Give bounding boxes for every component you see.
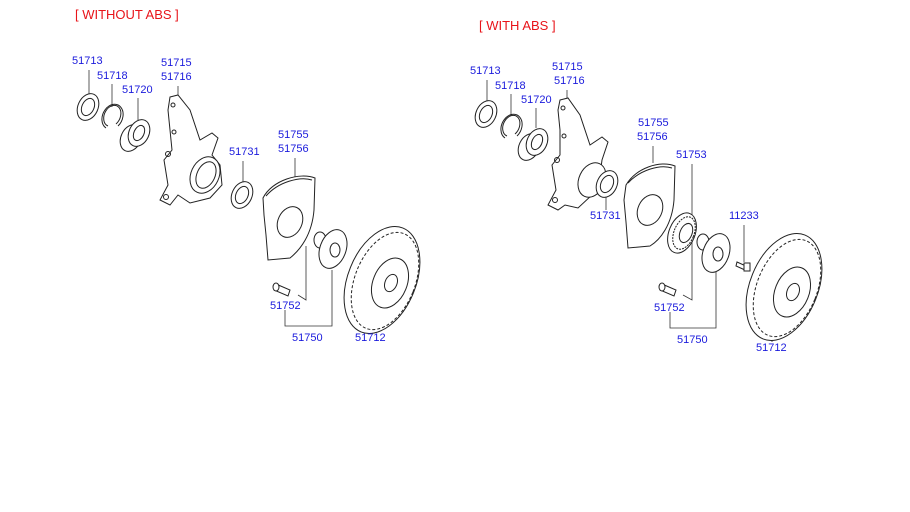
dust-cover-51755 (262, 175, 316, 261)
part-number-label[interactable]: 51718 (495, 80, 526, 92)
panel-title-with-abs: [ WITH ABS ] (479, 18, 556, 33)
part-number-label[interactable]: 51713 (470, 65, 501, 77)
part-number-label[interactable]: 51712 (355, 332, 386, 344)
part-number-label[interactable]: 51750 (677, 334, 708, 346)
brake-disc-51712 (745, 233, 823, 341)
oil-seal-51713 (474, 100, 498, 128)
knuckle-51715 (159, 94, 223, 206)
bolt-11233 (735, 261, 751, 272)
bearing-51720 (119, 119, 151, 152)
bearing-51720 (517, 128, 549, 161)
hub-bolt-51752 (272, 282, 291, 297)
snap-ring-51718 (500, 113, 523, 139)
part-number-label[interactable]: 51756 (637, 131, 668, 143)
part-number-label[interactable]: 51755 (278, 129, 309, 141)
panel-title-without-abs: [ WITHOUT ABS ] (75, 7, 179, 22)
part-number-label[interactable]: 51716 (161, 71, 192, 83)
part-number-label[interactable]: 11233 (729, 210, 759, 222)
oil-seal-51713 (76, 93, 100, 121)
brake-disc-51712 (343, 226, 421, 334)
part-number-label[interactable]: 51712 (756, 342, 787, 354)
part-number-label[interactable]: 51715 (161, 57, 192, 69)
right-diagram (474, 80, 823, 342)
leader-lines (88, 70, 372, 332)
abs-tone-ring-51753 (667, 212, 697, 254)
part-number-label[interactable]: 51718 (97, 70, 128, 82)
part-number-label[interactable]: 51720 (521, 94, 552, 106)
hub-bolt-51752 (658, 282, 677, 297)
part-number-label[interactable]: 51753 (676, 149, 707, 161)
oil-seal-51731 (595, 170, 619, 198)
part-number-label[interactable]: 51752 (270, 300, 301, 312)
part-number-label[interactable]: 51752 (654, 302, 685, 314)
part-number-label[interactable]: 51750 (292, 332, 323, 344)
part-number-label[interactable]: 51713 (72, 55, 103, 67)
hub-51750 (696, 233, 731, 273)
part-number-label[interactable]: 51720 (122, 84, 153, 96)
part-number-label[interactable]: 51715 (552, 61, 583, 73)
dust-cover-51755 (623, 163, 676, 249)
part-number-label[interactable]: 51756 (278, 143, 309, 155)
part-number-label[interactable]: 51716 (554, 75, 585, 87)
part-number-label[interactable]: 51731 (590, 210, 621, 222)
part-number-label[interactable]: 51731 (229, 146, 260, 158)
left-diagram (76, 70, 421, 334)
part-number-label[interactable]: 51755 (638, 117, 669, 129)
oil-seal-51731 (230, 181, 254, 209)
snap-ring-51718 (101, 103, 124, 129)
hub-51750 (313, 229, 348, 269)
